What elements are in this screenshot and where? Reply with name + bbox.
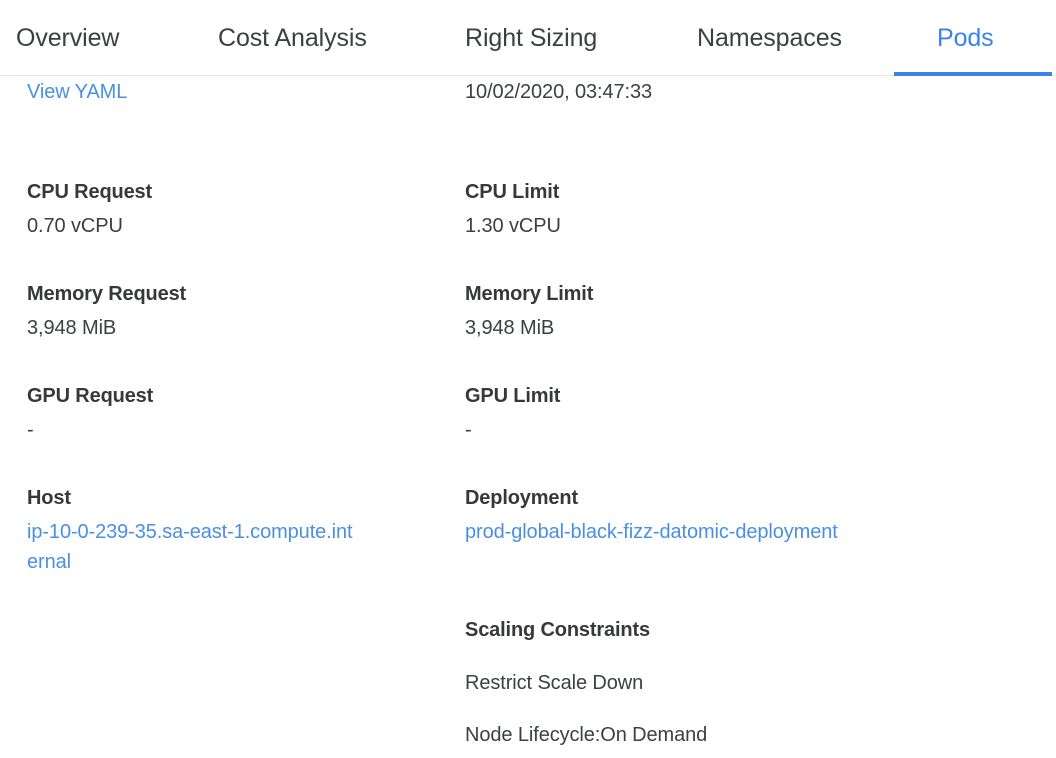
- tab-bar: Overview Cost Analysis Right Sizing Name…: [0, 0, 1056, 77]
- timestamp-value: 10/02/2020, 03:47:33: [465, 81, 653, 103]
- cpu-request-label: CPU Request: [27, 181, 153, 203]
- host-value-wrapper: ip-10-0-239-35.sa-east-1.compute.interna…: [27, 517, 361, 577]
- tab-pods[interactable]: Pods: [937, 0, 994, 76]
- field-host: Host ip-10-0-239-35.sa-east-1.compute.in…: [27, 485, 367, 577]
- field-deployment: Deployment prod-global-black-fizz-datomi…: [465, 485, 847, 617]
- details-left-column: View YAML CPU Request 0.70 vCPU Memory R…: [27, 77, 367, 577]
- view-yaml-link[interactable]: View YAML: [27, 81, 128, 103]
- host-label: Host: [27, 487, 71, 509]
- deployment-link[interactable]: prod-global-black-fizz-datomic-deploymen…: [465, 521, 838, 543]
- tab-cost-analysis[interactable]: Cost Analysis: [218, 0, 367, 76]
- field-gpu-limit: GPU Limit -: [465, 383, 847, 485]
- scaling-constraint-restrict-scale-down: Restrict Scale Down: [465, 672, 644, 694]
- memory-request-value: 3,948 MiB: [27, 317, 117, 339]
- pod-details-panel: View YAML CPU Request 0.70 vCPU Memory R…: [0, 77, 1056, 758]
- cpu-limit-value: 1.30 vCPU: [465, 215, 561, 237]
- tab-namespaces[interactable]: Namespaces: [697, 0, 842, 76]
- scaling-constraints-label: Scaling Constraints: [465, 619, 650, 641]
- scaling-constraint-node-lifecycle: Node Lifecycle:On Demand: [465, 724, 708, 746]
- cpu-request-value: 0.70 vCPU: [27, 215, 123, 237]
- field-memory-limit: Memory Limit 3,948 MiB: [465, 281, 847, 383]
- field-gpu-request: GPU Request -: [27, 383, 367, 485]
- gpu-limit-value: -: [465, 419, 472, 441]
- gpu-request-value: -: [27, 419, 34, 441]
- details-right-column: 10/02/2020, 03:47:33 CPU Limit 1.30 vCPU…: [465, 77, 847, 750]
- tab-bar-divider: [0, 75, 1056, 76]
- field-cpu-request: CPU Request 0.70 vCPU: [27, 179, 367, 281]
- cpu-limit-label: CPU Limit: [465, 181, 560, 203]
- tab-overview[interactable]: Overview: [16, 0, 119, 76]
- field-scaling-constraints: Scaling Constraints Restrict Scale Down …: [465, 617, 847, 750]
- gpu-request-label: GPU Request: [27, 385, 154, 407]
- active-tab-indicator: [894, 72, 1052, 76]
- memory-limit-value: 3,948 MiB: [465, 317, 555, 339]
- host-link[interactable]: ip-10-0-239-35.sa-east-1.compute.interna…: [27, 521, 353, 573]
- deployment-value-wrapper: prod-global-black-fizz-datomic-deploymen…: [465, 517, 843, 547]
- memory-request-label: Memory Request: [27, 283, 187, 305]
- field-memory-request: Memory Request 3,948 MiB: [27, 281, 367, 383]
- gpu-limit-label: GPU Limit: [465, 385, 561, 407]
- tab-right-sizing[interactable]: Right Sizing: [465, 0, 597, 76]
- field-timestamp: 10/02/2020, 03:47:33: [465, 77, 847, 179]
- deployment-label: Deployment: [465, 487, 578, 509]
- memory-limit-label: Memory Limit: [465, 283, 594, 305]
- field-view-yaml: View YAML: [27, 77, 367, 179]
- field-cpu-limit: CPU Limit 1.30 vCPU: [465, 179, 847, 281]
